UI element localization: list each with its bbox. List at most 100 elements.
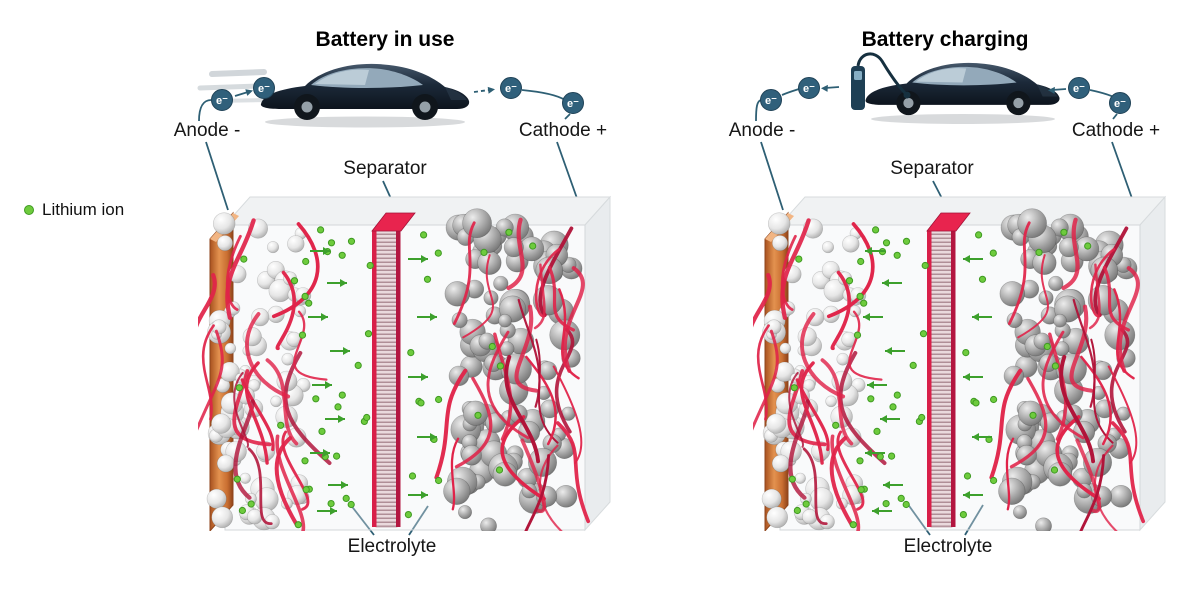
anode-particle bbox=[794, 472, 806, 484]
electron-badge: e⁻ bbox=[1068, 77, 1090, 99]
battery-cell bbox=[198, 195, 612, 532]
binder-fiber bbox=[454, 376, 493, 469]
electrolyte-label: Electrolyte bbox=[903, 536, 993, 557]
separator-face bbox=[375, 230, 398, 528]
binder-fiber bbox=[245, 361, 269, 465]
lithium-ion bbox=[963, 472, 972, 480]
binder-fiber bbox=[552, 365, 583, 464]
lithium-ion bbox=[1035, 248, 1043, 257]
cathode-particle bbox=[457, 505, 472, 520]
box-top-face bbox=[223, 196, 612, 226]
anode-particle bbox=[801, 509, 818, 525]
binder-fiber bbox=[1117, 266, 1140, 373]
electron-badge-circle bbox=[798, 77, 820, 99]
electrolyte-label: Electrolyte bbox=[347, 536, 437, 557]
lithium-ion bbox=[334, 403, 342, 411]
binder-fiber bbox=[232, 369, 272, 447]
ion-arrowhead-icon bbox=[321, 313, 328, 321]
lithium-ion bbox=[404, 511, 412, 519]
binder-fiber bbox=[788, 371, 804, 448]
binder-fiber bbox=[450, 437, 460, 511]
lithium-ion bbox=[529, 242, 537, 250]
binder-fiber bbox=[525, 355, 557, 446]
ion-arrowhead-icon bbox=[340, 279, 347, 287]
electron-symbol: e⁻ bbox=[567, 98, 579, 110]
binder-fiber bbox=[462, 254, 494, 339]
panel-title: Battery charging bbox=[861, 28, 1029, 51]
lithium-ion bbox=[301, 292, 309, 301]
lithium-ion bbox=[897, 494, 905, 502]
binder-fiber bbox=[1088, 263, 1101, 330]
anode-label: Anode - bbox=[728, 120, 796, 141]
lithium-ion bbox=[962, 349, 970, 357]
anode-particle bbox=[766, 413, 787, 434]
charging-station bbox=[851, 52, 911, 110]
binder-fiber bbox=[1017, 254, 1049, 339]
lithium-ion bbox=[347, 500, 355, 509]
ion-arrowhead-icon bbox=[865, 247, 872, 255]
ion-arrowhead-icon bbox=[343, 347, 350, 355]
binder-fiber bbox=[283, 351, 332, 465]
anode-particle bbox=[251, 308, 270, 327]
ion-arrowhead-icon bbox=[325, 381, 332, 389]
electron-arrowhead-icon bbox=[487, 86, 495, 94]
anode-particle bbox=[768, 212, 791, 235]
lithium-ion bbox=[301, 457, 309, 465]
binder-fiber bbox=[802, 447, 828, 526]
lithium-ion bbox=[909, 361, 917, 369]
binder-fiber bbox=[556, 421, 591, 524]
electron-badge: e⁻ bbox=[253, 77, 275, 99]
binder-fiber bbox=[848, 310, 883, 381]
lithium-ion bbox=[921, 261, 929, 270]
lithium-ion bbox=[366, 261, 374, 270]
lithium-ion bbox=[240, 255, 248, 263]
cathode-particle bbox=[1017, 208, 1047, 239]
binder-fiber bbox=[800, 361, 824, 465]
lithium-ion bbox=[338, 391, 346, 399]
lithium-ion bbox=[488, 342, 496, 351]
anode-particle bbox=[239, 472, 251, 484]
lithium-ion bbox=[873, 427, 881, 435]
electron-badge: e⁻ bbox=[211, 89, 233, 111]
electron-flow-arrow bbox=[234, 91, 249, 97]
lithium-ion bbox=[888, 452, 896, 460]
driving-car bbox=[260, 63, 470, 120]
binder-fiber bbox=[1109, 327, 1130, 434]
binder-fiber bbox=[562, 266, 585, 373]
ion-arrowhead-icon bbox=[972, 433, 979, 441]
motion-streak bbox=[209, 69, 267, 77]
lithium-ion-layer bbox=[788, 226, 1092, 529]
binder-fiber bbox=[830, 270, 851, 351]
lithium-ion bbox=[302, 257, 310, 266]
electron-symbol: e⁻ bbox=[803, 83, 815, 95]
binder-fiber bbox=[989, 368, 1023, 480]
binder-fiber bbox=[1069, 304, 1094, 393]
separator-edge bbox=[927, 231, 932, 527]
lithium-ion bbox=[233, 475, 241, 483]
binder-fiber bbox=[245, 312, 291, 399]
anode-particle bbox=[213, 212, 236, 235]
binder-fiber bbox=[434, 368, 468, 480]
lithium-ion bbox=[876, 453, 884, 461]
lithium-ion bbox=[902, 500, 910, 509]
anode-particle bbox=[842, 235, 860, 253]
anode-particle bbox=[766, 506, 789, 529]
lithium-ion bbox=[788, 475, 796, 483]
electron-arrowhead-icon bbox=[1048, 86, 1055, 94]
anode-particle bbox=[270, 395, 282, 408]
panel-title: Battery in use bbox=[315, 28, 455, 51]
ion-arrowhead-icon bbox=[341, 481, 348, 489]
binder-fiber bbox=[517, 298, 541, 408]
binder-fiber bbox=[1072, 298, 1096, 408]
binder-fiber bbox=[293, 310, 328, 381]
ion-arrowhead-icon bbox=[963, 491, 970, 499]
electron-badge: e⁻ bbox=[760, 89, 782, 111]
anode-particle bbox=[216, 454, 235, 473]
binder-fiber bbox=[201, 324, 215, 421]
anode-electrode bbox=[198, 211, 332, 531]
circuit-wire bbox=[781, 88, 800, 96]
binder-fiber bbox=[1089, 248, 1116, 318]
binder-fiber bbox=[547, 265, 575, 332]
binder-fiber bbox=[1107, 365, 1138, 464]
lithium-ion bbox=[363, 413, 371, 422]
